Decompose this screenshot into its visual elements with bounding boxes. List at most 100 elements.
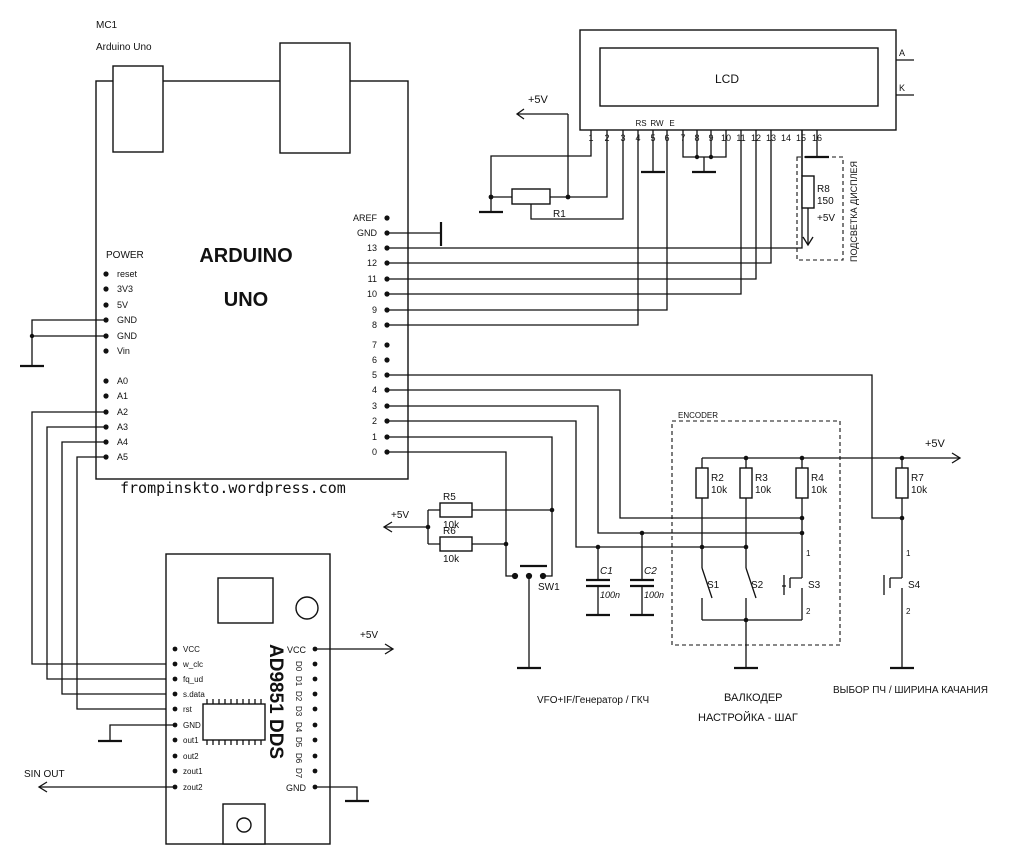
r4-value: 10k bbox=[811, 485, 828, 496]
dds-pin-d4: D4 bbox=[294, 722, 303, 733]
encoder-label: ENCODER bbox=[678, 411, 718, 420]
r7-value: 10k bbox=[911, 485, 928, 496]
lcd-label: LCD bbox=[715, 72, 739, 86]
pin-label-a2: A2 bbox=[117, 407, 128, 417]
dds-title: AD9851 DDS bbox=[265, 644, 286, 759]
c1-name: C1 bbox=[600, 566, 613, 577]
lcd-screen bbox=[599, 47, 879, 107]
dds-oscillator bbox=[217, 577, 274, 624]
arduino-digital-ground bbox=[387, 222, 443, 246]
dds-pin-zout2: zout2 bbox=[183, 783, 203, 792]
lcd-pin-15: 15 bbox=[796, 133, 806, 143]
backlight-5v-label: +5V bbox=[817, 213, 835, 224]
lcd-contrast-circuit: +5V R1 bbox=[479, 94, 829, 220]
pin-label-d13: 13 bbox=[367, 243, 377, 253]
dds-pin-d7: D7 bbox=[294, 768, 303, 779]
vfo-switch-circuit: +5V R5 10k R6 10k SW1 VFO+IF/Генератор /… bbox=[382, 436, 649, 706]
dds-pin-rst: rst bbox=[183, 705, 193, 714]
dds-module: AD9851 DDS VCC w_clc fq_ud s.data rst GN… bbox=[165, 553, 331, 845]
resistor-r8 bbox=[801, 175, 815, 209]
if-select-caption: ВЫБОР ПЧ / ШИРИНА КАЧАНИЯ bbox=[833, 685, 988, 696]
s1-label: S1 bbox=[707, 580, 720, 591]
debounce-capacitors: C1 100n C2 100n bbox=[387, 405, 802, 617]
s3-pin1: 1 bbox=[806, 549, 811, 558]
pin-label-d1: 1 bbox=[372, 432, 377, 442]
pin-label-aref: AREF bbox=[353, 213, 378, 223]
dds-5v-label: +5V bbox=[360, 630, 378, 641]
dds-pin-out2: out2 bbox=[183, 752, 199, 761]
pin-label-a3: A3 bbox=[117, 422, 128, 432]
website-url: frompinskto.wordpress.com bbox=[120, 479, 346, 497]
s4-pin1: 1 bbox=[906, 549, 911, 558]
s4-label: S4 bbox=[908, 580, 921, 591]
lcd-5v-label: +5V bbox=[528, 94, 549, 106]
pin-label-a0: A0 bbox=[117, 376, 128, 386]
dds-pin-d0: D0 bbox=[294, 661, 303, 672]
backlight-frame bbox=[796, 156, 844, 261]
pin-label-d0: 0 bbox=[372, 447, 377, 457]
dds-pin-zout1: zout1 bbox=[183, 767, 203, 776]
sw1-label: SW1 bbox=[538, 582, 560, 593]
dds-pin-s-data: s.data bbox=[183, 690, 205, 699]
lcd-pin-14: 14 bbox=[781, 133, 791, 143]
r8-value: 150 bbox=[817, 196, 834, 207]
lcd-cathode-label: K bbox=[899, 83, 905, 93]
r6-name: R6 bbox=[443, 526, 456, 537]
r5-value: 10k bbox=[443, 520, 460, 531]
r6-value: 10k bbox=[443, 554, 460, 565]
dds-pin-d2: D2 bbox=[294, 691, 303, 702]
pin-label-d12: 12 bbox=[367, 258, 377, 268]
dds-ic-legs bbox=[206, 699, 262, 745]
dds-pin-d6: D6 bbox=[294, 753, 303, 764]
sin-out-label: SIN OUT bbox=[24, 769, 65, 780]
dds-pin-d5: D5 bbox=[294, 737, 303, 748]
dds-pin-vcc-right: VCC bbox=[287, 645, 307, 655]
arduino-board: MC1 Arduino Uno ARDUINO UNO POWER reset … bbox=[95, 20, 409, 480]
backlight-label: ПОДСВЕТКА ДИСПЛЕЯ bbox=[849, 161, 859, 262]
arduino-title-line1: ARDUINO bbox=[199, 245, 292, 267]
dds-right-pins: VCC D0 D1 D2 D3 D4 D5 D6 D7 GND bbox=[286, 645, 318, 793]
r2-value: 10k bbox=[711, 485, 728, 496]
pin-label-reset: reset bbox=[117, 269, 138, 279]
s4-circuit: R7 10k S4 1 2 ВЫБОР ПЧ / ШИРИНА КАЧАНИЯ bbox=[387, 374, 988, 696]
resistor-r2 bbox=[695, 467, 709, 499]
dds-pin-gnd-left: GND bbox=[183, 721, 201, 730]
arduino-title-line2: UNO bbox=[224, 289, 268, 311]
pin-label-gnd-2: GND bbox=[117, 331, 138, 341]
dds-pin-d1: D1 bbox=[294, 676, 303, 687]
encoder-5v-label: +5V bbox=[925, 438, 946, 450]
arduino-part-name: Arduino Uno bbox=[96, 42, 152, 53]
pin-label-5v: 5V bbox=[117, 300, 128, 310]
dds-wiring: +5V SIN OUT bbox=[24, 630, 395, 803]
pin-label-a4: A4 bbox=[117, 437, 128, 447]
c1-value: 100n bbox=[600, 590, 620, 600]
vfo-caption: VFO+IF/Генератор / ГКЧ bbox=[537, 695, 649, 706]
dds-mount-hole bbox=[295, 596, 319, 620]
pin-label-gnd-1: GND bbox=[117, 315, 138, 325]
c2-value: 100n bbox=[644, 590, 664, 600]
pin-label-d3: 3 bbox=[372, 401, 377, 411]
r3-name: R3 bbox=[755, 473, 768, 484]
encoder-block: ENCODER +5V R2 10k R3 10k R4 10k S1 S2 S… bbox=[387, 389, 962, 724]
pin-label-d7: 7 bbox=[372, 340, 377, 350]
pin-label-d8: 8 bbox=[372, 320, 377, 330]
r1-label: R1 bbox=[553, 209, 566, 220]
lcd-module: LCD A K RS RW E 1 2 3 4 5 6 7 8 9 10 11 … bbox=[579, 29, 914, 143]
dds-pin-gnd-right: GND bbox=[286, 783, 307, 793]
resistor-r3 bbox=[739, 467, 753, 499]
pin-label-d9: 9 bbox=[372, 305, 377, 315]
lcd-anode-label: A bbox=[899, 48, 905, 58]
dds-output-socket bbox=[236, 817, 252, 833]
pin-label-d5: 5 bbox=[372, 370, 377, 380]
lcd-label-e: E bbox=[669, 119, 674, 128]
power-jack bbox=[279, 42, 351, 154]
s4-pin2: 2 bbox=[906, 607, 911, 616]
s2-label: S2 bbox=[751, 580, 764, 591]
lcd-label-rw: RW bbox=[650, 119, 664, 128]
s3-label: S3 bbox=[808, 580, 821, 591]
r8-name: R8 bbox=[817, 184, 830, 195]
dds-pin-w-clc: w_clc bbox=[182, 660, 203, 669]
lcd-data-bus bbox=[387, 130, 803, 326]
lcd-label-rs: RS bbox=[635, 119, 646, 128]
dds-ic bbox=[202, 703, 266, 741]
